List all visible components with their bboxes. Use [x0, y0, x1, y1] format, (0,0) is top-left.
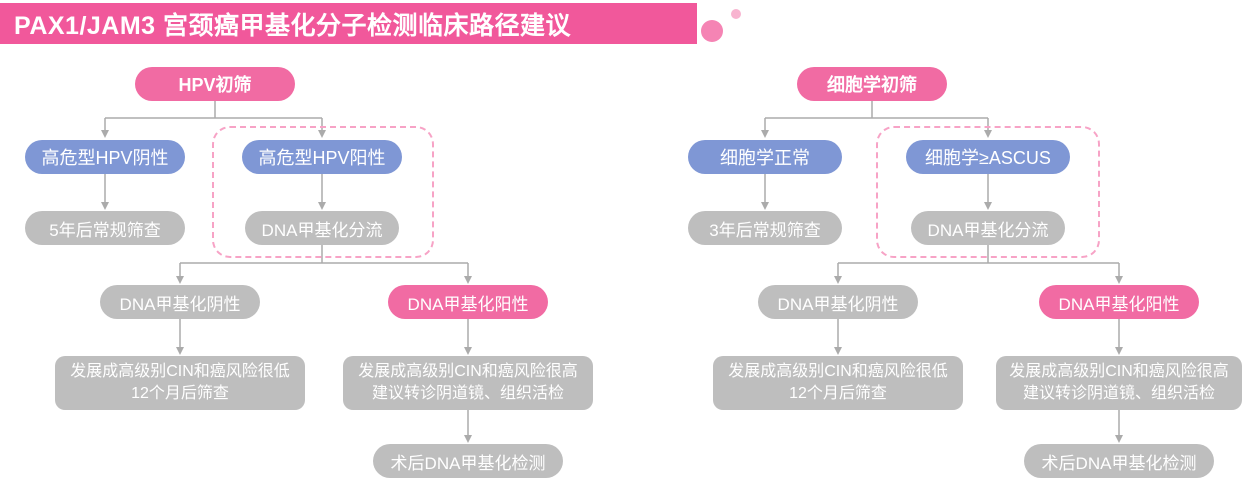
header-bar: PAX1/JAM3 宫颈癌甲基化分子检测临床路径建议: [0, 3, 697, 44]
routine-screening-node: 5年后常规筛查: [25, 211, 185, 245]
negative-branch-node: 高危型HPV阴性: [25, 140, 185, 174]
methylation-positive-node: DNA甲基化阳性: [388, 285, 548, 319]
low-risk-outcome-box: 发展成高级别CIN和癌风险很低 12个月后筛查: [55, 356, 305, 410]
high-risk-line-2: 建议转诊阴道镜、组织活检: [1022, 385, 1215, 402]
methylation-negative-node: DNA甲基化阴性: [100, 285, 260, 319]
high-risk-line-1: 发展成高级别CIN和癌风险很高: [1009, 363, 1229, 380]
triage-dashed-outline: [876, 126, 1100, 258]
post-treatment-node: 术后DNA甲基化检测: [1024, 444, 1214, 478]
high-risk-outcome-box: 发展成高级别CIN和癌风险很高 建议转诊阴道镜、组织活检: [996, 356, 1242, 410]
low-risk-line-2: 12个月后筛查: [131, 385, 229, 402]
root-node: HPV初筛: [135, 67, 295, 101]
triage-dashed-outline: [212, 126, 434, 258]
high-risk-line-2: 建议转诊阴道镜、组织活检: [371, 385, 564, 402]
high-risk-line-1: 发展成高级别CIN和癌风险很高: [358, 363, 578, 380]
root-node: 细胞学初筛: [797, 67, 947, 101]
positive-branch-node: 细胞学≥ASCUS: [906, 140, 1070, 174]
high-risk-outcome-box: 发展成高级别CIN和癌风险很高 建议转诊阴道镜、组织活检: [343, 356, 593, 410]
low-risk-line-1: 发展成高级别CIN和癌风险很低: [728, 363, 948, 380]
page-title: PAX1/JAM3 宫颈癌甲基化分子检测临床路径建议: [14, 11, 572, 40]
low-risk-line-1: 发展成高级别CIN和癌风险很低: [70, 363, 290, 380]
post-treatment-node: 术后DNA甲基化检测: [373, 444, 563, 478]
routine-screening-node: 3年后常规筛查: [688, 211, 842, 245]
methylation-triage-node: DNA甲基化分流: [911, 211, 1065, 245]
methylation-negative-node: DNA甲基化阴性: [758, 285, 918, 319]
positive-branch-node: 高危型HPV阳性: [242, 140, 402, 174]
decor-dot-large-icon: [701, 20, 723, 42]
methylation-triage-node: DNA甲基化分流: [245, 211, 399, 245]
decor-dot-small-icon: [731, 9, 741, 19]
negative-branch-node: 细胞学正常: [688, 140, 842, 174]
low-risk-line-2: 12个月后筛查: [789, 385, 887, 402]
methylation-positive-node: DNA甲基化阳性: [1039, 285, 1199, 319]
low-risk-outcome-box: 发展成高级别CIN和癌风险很低 12个月后筛查: [713, 356, 963, 410]
